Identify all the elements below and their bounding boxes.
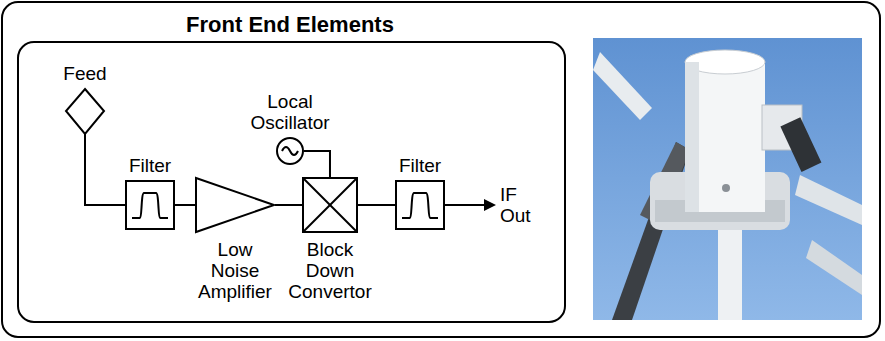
- mixer-cross: [303, 178, 357, 232]
- lnb-body: [685, 62, 765, 212]
- component-label: Block Down Convertor: [288, 239, 371, 302]
- amp-symbol: [195, 177, 275, 233]
- component-label: Filter: [129, 155, 171, 176]
- if-output-wire: [445, 204, 484, 206]
- feed-block: Feed: [63, 63, 106, 150]
- oscillator-circle: [277, 138, 303, 164]
- screw: [722, 184, 730, 192]
- mount-arm: [806, 240, 862, 295]
- osc-symbol: [276, 137, 304, 165]
- signal-wire: [275, 204, 302, 206]
- lnb-shade: [685, 62, 699, 212]
- component-label: Feed: [63, 63, 106, 84]
- signal-wire: [175, 204, 195, 206]
- mixer-cross: [303, 178, 357, 232]
- outer-frame: [2, 2, 880, 337]
- amplifier-triangle: [196, 178, 274, 232]
- mixer-box: [303, 178, 357, 232]
- mount-arm: [795, 175, 862, 225]
- signal-wire: [85, 150, 125, 205]
- bandpass-symbol: [132, 193, 168, 218]
- feed-symbol: [65, 88, 105, 150]
- sine-symbol: [282, 147, 298, 155]
- component-label: Local Oscillator: [250, 91, 329, 133]
- connector-plug: [780, 117, 821, 172]
- if-output-arrowhead: [484, 199, 496, 211]
- feed-horn: [66, 89, 104, 134]
- mixer-block: Block Down Convertor: [288, 177, 371, 302]
- mixer-symbol: [302, 177, 358, 233]
- filter-symbol: [125, 180, 175, 230]
- lnb-photo: [593, 38, 862, 320]
- filter-symbol: [395, 180, 445, 230]
- feed-stem: [84, 134, 86, 150]
- cable: [612, 142, 690, 320]
- filter-block: Filter: [395, 155, 445, 230]
- signal-wire: [304, 151, 330, 177]
- component-label: Filter: [399, 155, 441, 176]
- amp-block: Low Noise Amplifier: [195, 177, 275, 302]
- bandpass-symbol: [402, 193, 438, 218]
- signal-label: IF Out: [500, 184, 531, 226]
- filter-block: Filter: [125, 155, 175, 230]
- diagram-title: Front End Elements: [186, 12, 394, 38]
- inner-frame: [18, 42, 565, 322]
- signal-wire: [358, 204, 395, 206]
- pole: [718, 225, 742, 320]
- mount-arm: [593, 52, 652, 120]
- filter-box: [126, 181, 174, 229]
- component-label: Low Noise Amplifier: [198, 239, 272, 302]
- osc-block: Local Oscillator: [250, 91, 329, 165]
- filter-box: [396, 181, 444, 229]
